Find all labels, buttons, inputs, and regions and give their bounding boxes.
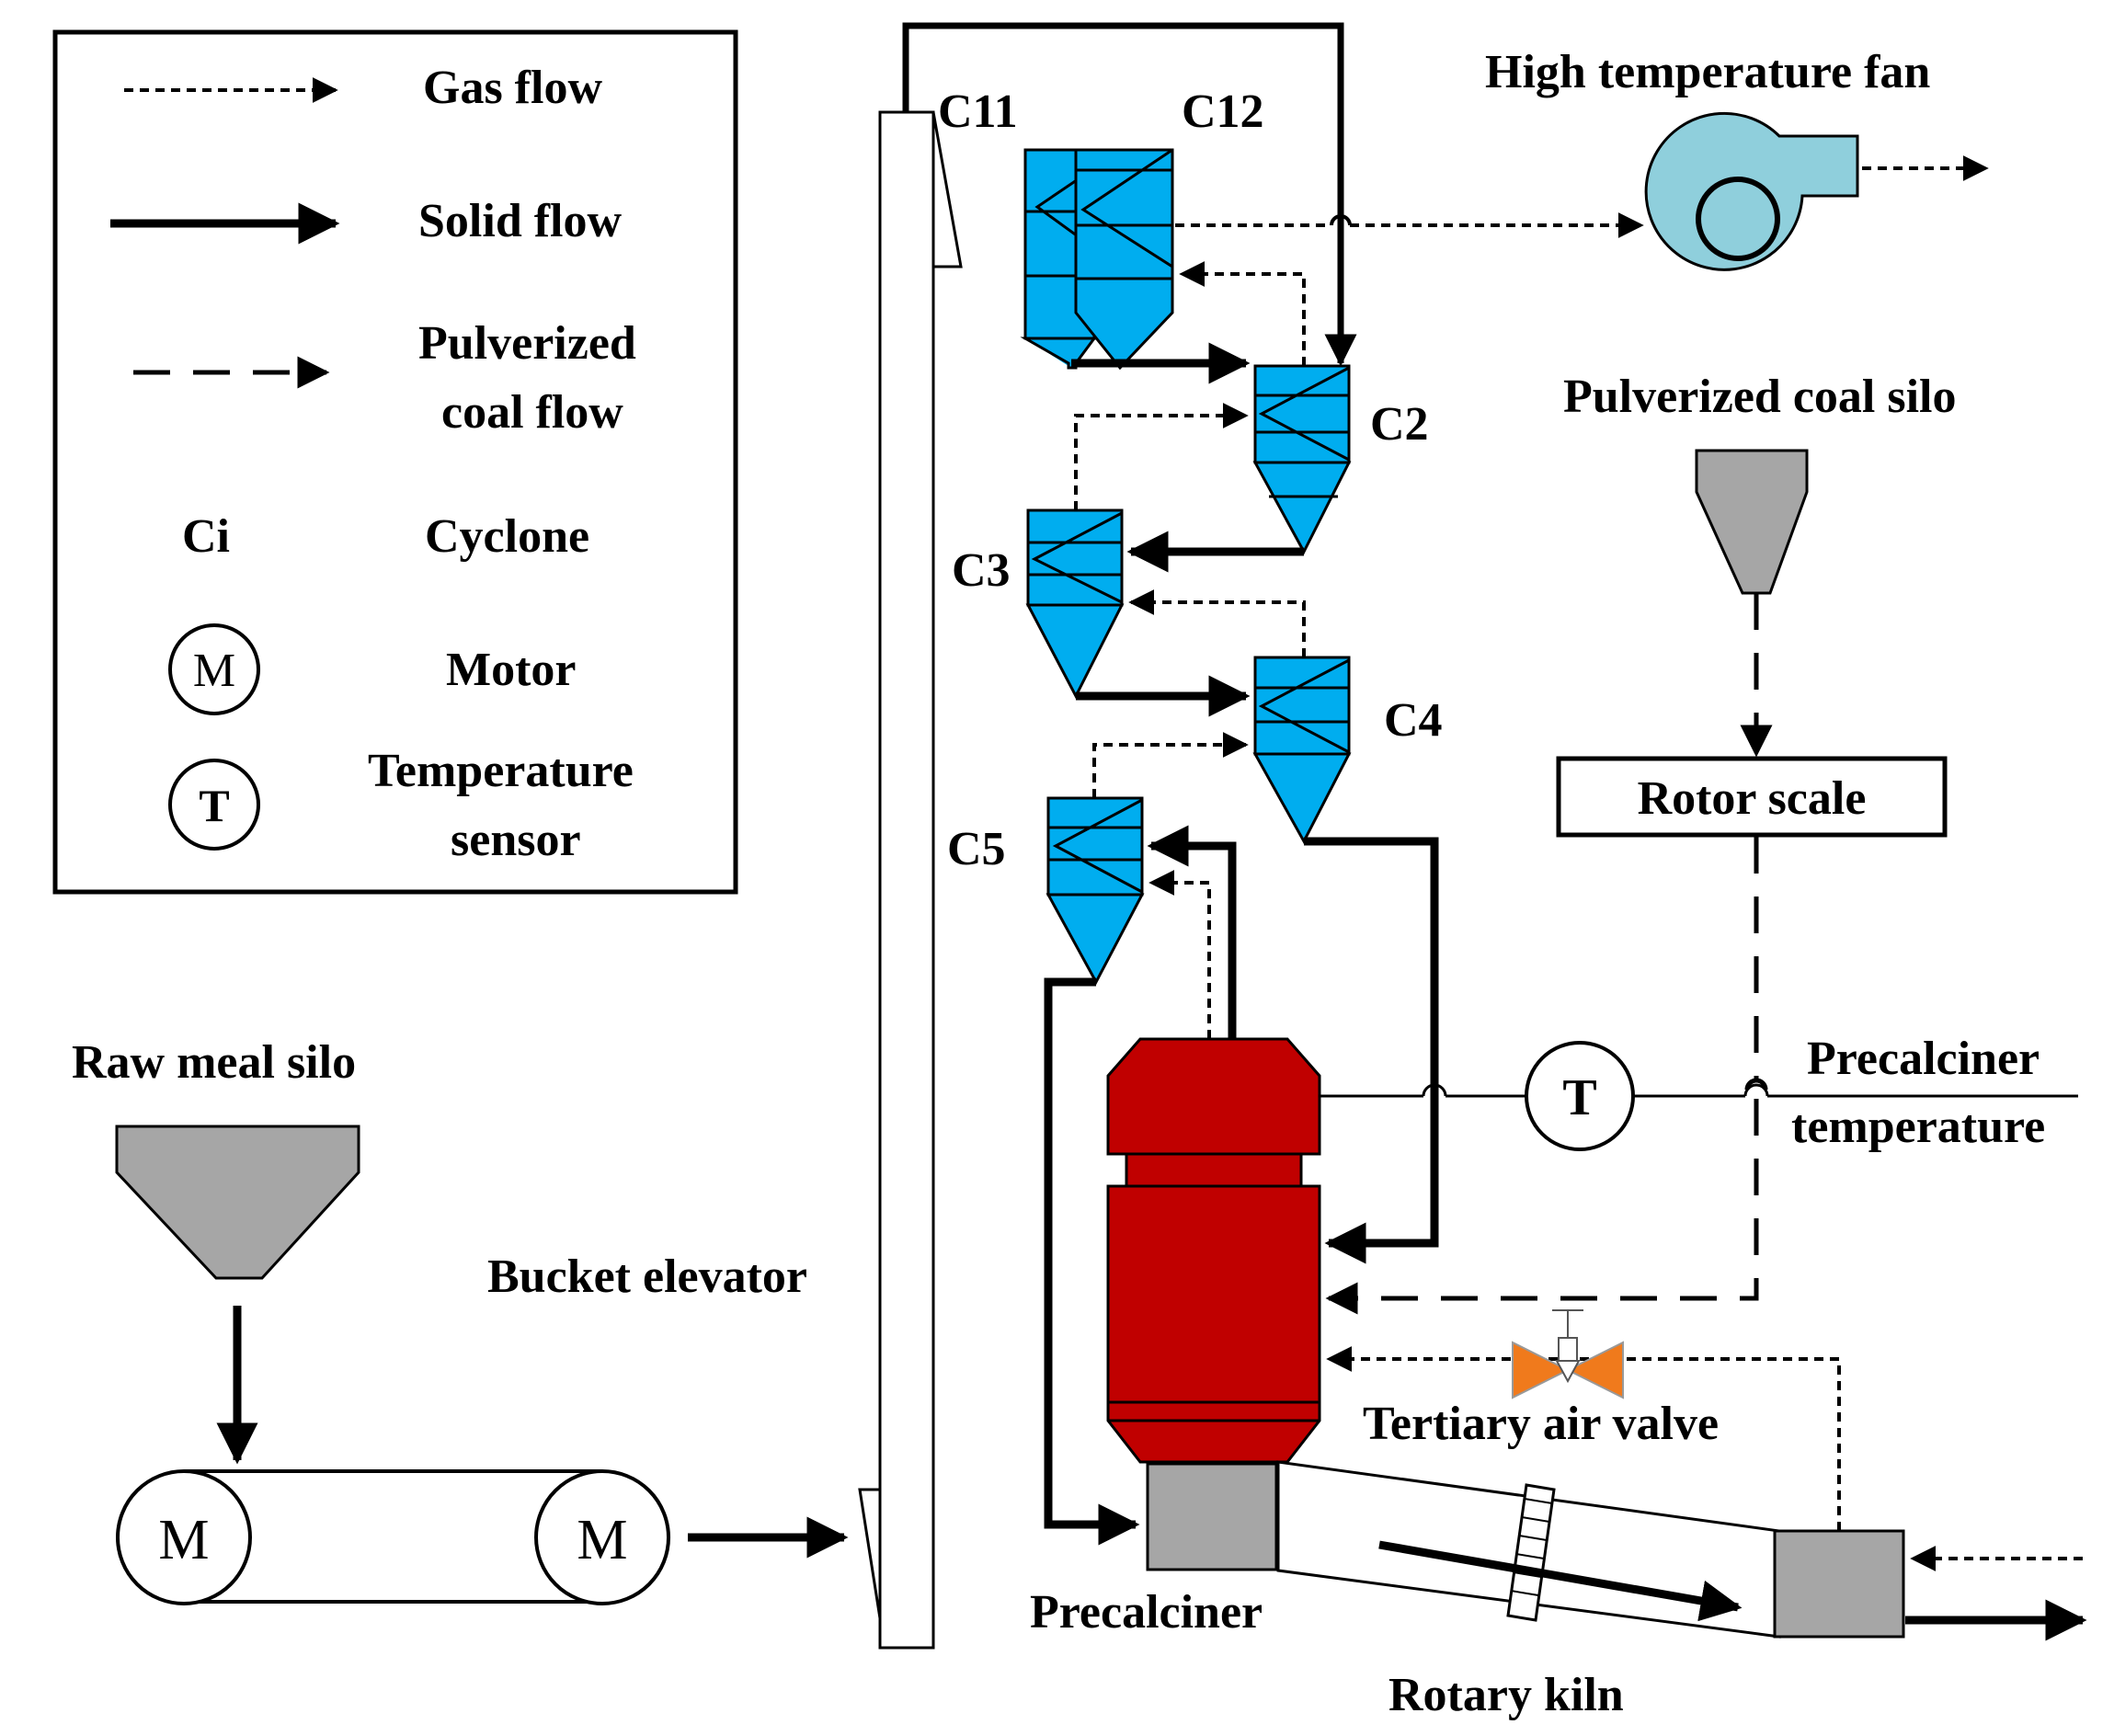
precalciner-label: Precalciner <box>1030 1586 1263 1639</box>
cyclone-c2 <box>1252 364 1352 555</box>
raw-meal-silo <box>115 1125 360 1280</box>
temperature-sensor-icon <box>1525 1041 1635 1151</box>
legend-gas-flow: Gas flow <box>423 62 602 114</box>
cyclone-c12 <box>1074 148 1174 371</box>
legend: Gas flow Solid flow Pulverized coal flow… <box>52 29 738 895</box>
label-c2: C2 <box>1370 398 1429 451</box>
kiln-inlet-box <box>1146 1462 1278 1571</box>
legend-cyclone: Cyclone <box>425 510 589 563</box>
kiln-outlet-box <box>1773 1529 1905 1639</box>
belt-conveyor <box>116 1469 670 1605</box>
temperature-sensor-label: T <box>1562 1069 1596 1126</box>
legend-motor-symbol: M <box>193 645 235 697</box>
label-c12: C12 <box>1182 86 1264 138</box>
legend-temp-symbol: T <box>199 780 229 831</box>
bucket-elevator-label: Bucket elevator <box>487 1251 807 1303</box>
tertiary-air-valve-label: Tertiary air valve <box>1363 1398 1719 1450</box>
tertiary-air-valve <box>1512 1309 1624 1399</box>
precalciner-temp-line2: temperature <box>1791 1101 2045 1153</box>
legend-pulverized-line2: coal flow <box>441 386 623 439</box>
cyclone-c4 <box>1252 656 1352 845</box>
precalciner-temperature-line <box>1320 1083 2078 1098</box>
high-temperature-fan <box>1644 111 1859 271</box>
legend-temp-line2: sensor <box>451 814 581 866</box>
label-c11: C11 <box>938 86 1018 138</box>
motor-left-label: M <box>158 1509 209 1571</box>
rotor-scale-box <box>1556 756 1948 838</box>
rotor-scale-label: Rotor scale <box>1638 772 1867 825</box>
label-c3: C3 <box>952 544 1011 597</box>
bucket-elevator <box>858 110 963 1650</box>
temperature-symbol-icon <box>168 759 260 851</box>
motor-right-label: M <box>577 1509 627 1571</box>
motor-left-icon <box>116 1469 252 1605</box>
legend-motor: Motor <box>446 644 576 696</box>
legend-pulverized-line1: Pulverized <box>418 317 636 370</box>
pulverized-coal-flows <box>1325 593 1773 1315</box>
fan-impeller-icon <box>1696 177 1780 261</box>
legend-temp-line1: Temperature <box>368 745 634 797</box>
label-c5: C5 <box>947 823 1006 875</box>
precalciner-temp-line1: Precalciner <box>1807 1033 2040 1085</box>
legend-solid-flow: Solid flow <box>418 195 622 247</box>
rotary-kiln <box>1146 1460 1905 1639</box>
legend-ci-symbol: Ci <box>182 510 230 563</box>
cyclone-c5 <box>1046 796 1145 986</box>
high-temperature-fan-label: High temperature fan <box>1485 46 1930 98</box>
label-c4: C4 <box>1384 694 1443 747</box>
precalciner-vessel <box>1106 1037 1321 1464</box>
motor-symbol-icon <box>168 623 260 715</box>
cyclone-c3 <box>1025 508 1125 700</box>
motor-right-icon <box>534 1469 670 1605</box>
solid-flows <box>216 22 2087 1641</box>
rotary-kiln-label: Rotary kiln <box>1388 1669 1624 1721</box>
raw-meal-silo-label: Raw meal silo <box>72 1036 356 1089</box>
pulverized-coal-silo-label: Pulverized coal silo <box>1563 371 1956 423</box>
pulverized-coal-silo <box>1695 449 1809 595</box>
